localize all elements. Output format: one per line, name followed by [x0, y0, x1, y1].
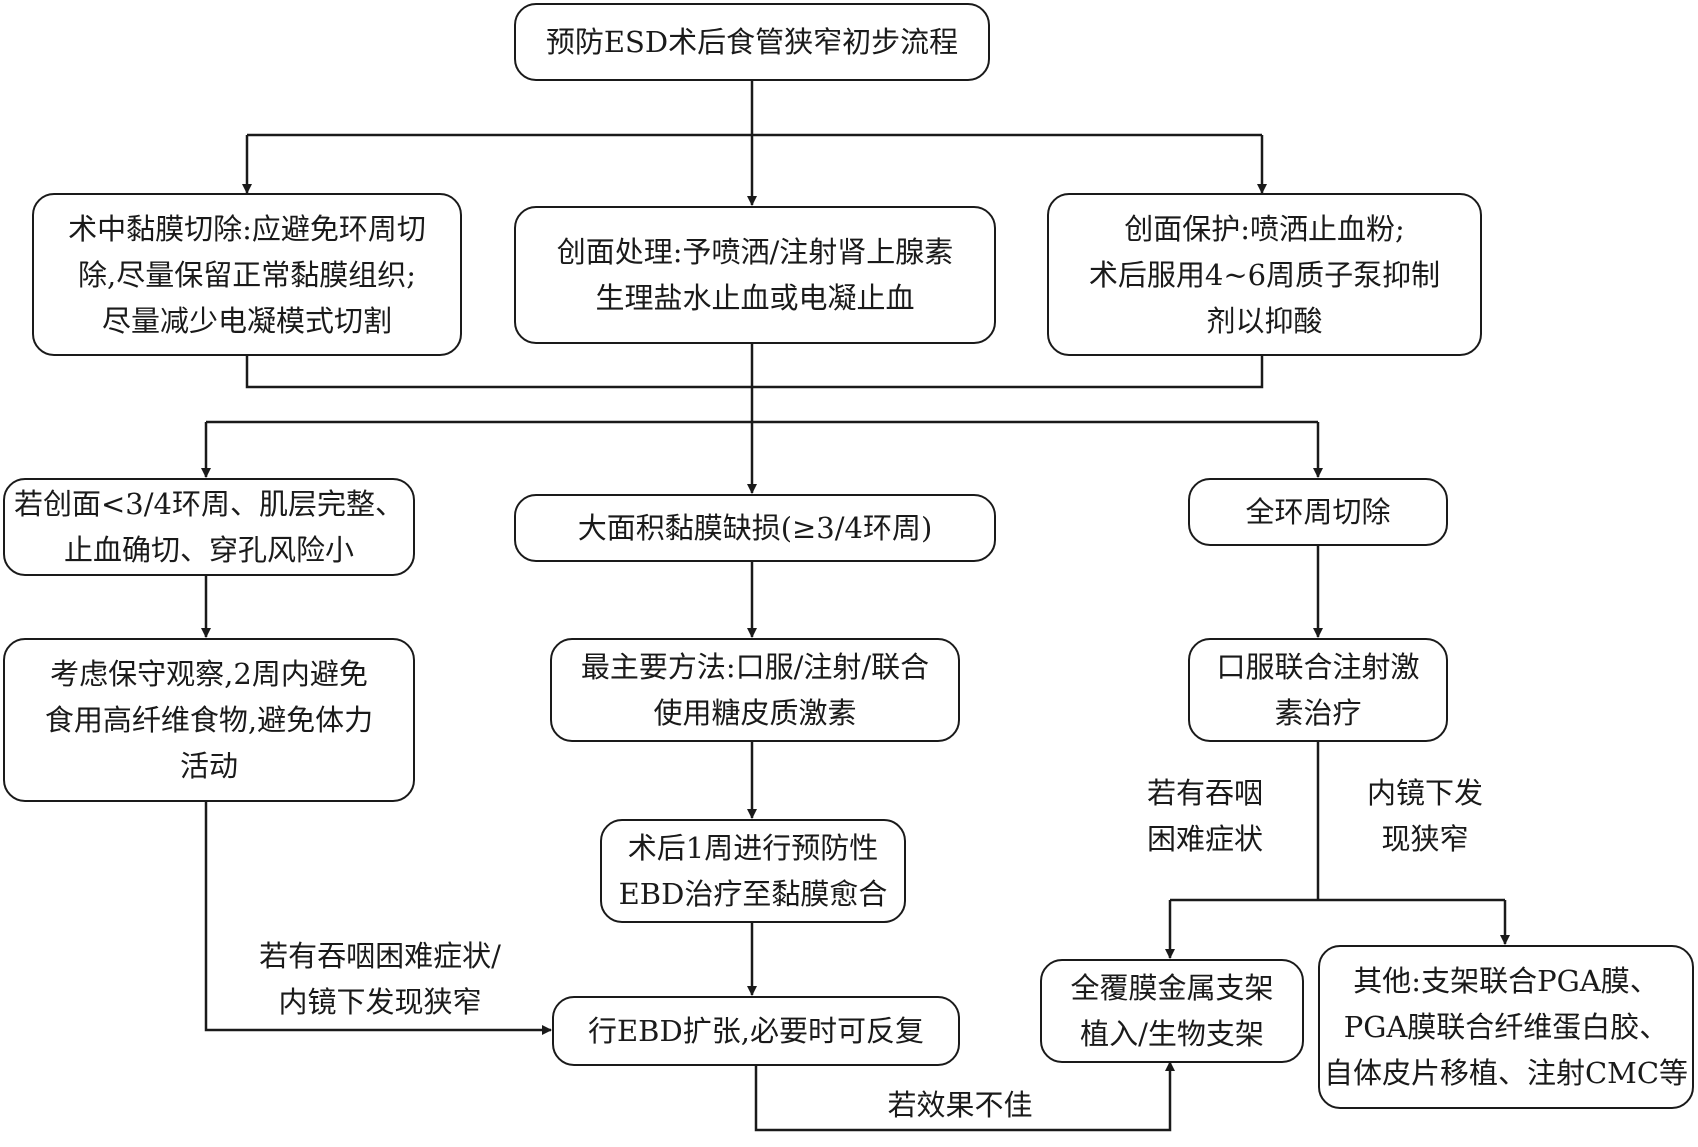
node-text-line: 创面保护:喷洒止血粉;	[1124, 211, 1405, 246]
node-text-line: 创面处理:予喷洒/注射肾上腺素	[556, 235, 954, 269]
node-full-circumferential: 全环周切除	[1188, 478, 1448, 546]
node-text-line: 除,尽量保留正常黏膜组织;	[78, 257, 416, 292]
label-line: 困难症状	[1146, 822, 1263, 856]
edge-label-endoscopic-stricture: 内镜下发 现狭窄	[1345, 770, 1505, 862]
label-line: 现狭窄	[1381, 822, 1469, 856]
edge-conservative-to-ebd	[204, 800, 552, 1035]
node-text-line: 尽量减少电凝模式切割	[101, 303, 392, 338]
node-text-line: 口服联合注射激	[1216, 650, 1420, 684]
node-stent-placement: 全覆膜金属支架 植入/生物支架	[1040, 959, 1304, 1063]
node-text-line: 植入/生物支架	[1080, 1017, 1264, 1051]
node-text-line: 其他:支架联合PGA膜、	[1353, 964, 1659, 998]
node-ebd-dilation: 行EBD扩张,必要时可反复	[552, 996, 960, 1066]
node-conservative-observation: 考虑保守观察,2周内避免 食用高纤维食物,避免体力 活动	[3, 638, 415, 802]
node-text-line: 考虑保守观察,2周内避免	[50, 657, 368, 691]
node-text-line: 行EBD扩张,必要时可反复	[588, 1014, 924, 1048]
node-text-line: 食用高纤维食物,避免体力	[44, 703, 374, 737]
node-text-line: 术中黏膜切除:应避免环周切	[68, 211, 426, 246]
node-steroid-main-method: 最主要方法:口服/注射/联合 使用糖皮质激素	[550, 638, 960, 742]
node-text-line: 自体皮片移植、注射CMC等	[1323, 1056, 1689, 1090]
node-text-line: 最主要方法:口服/注射/联合	[580, 650, 930, 684]
edge-label-poor-effect: 若效果不佳	[860, 1082, 1060, 1128]
node-other-methods: 其他:支架联合PGA膜、 PGA膜联合纤维蛋白胶、 自体皮片移植、注射CMC等	[1318, 945, 1694, 1109]
node-text-line: EBD治疗至黏膜愈合	[618, 877, 888, 911]
label-line: 若有吞咽困难症状/	[259, 939, 501, 973]
label-line: 内镜下发现狭窄	[278, 985, 482, 1019]
node-steroid-combination: 口服联合注射激 素治疗	[1188, 638, 1448, 742]
title-node: 预防ESD术后食管狭窄初步流程	[514, 3, 990, 81]
edge-ebd-to-stent	[754, 1061, 1175, 1132]
label-line: 内镜下发	[1366, 776, 1483, 810]
node-wound-treatment: 创面处理:予喷洒/注射肾上腺素 生理盐水止血或电凝止血	[514, 206, 996, 344]
edge-merge-right	[752, 355, 1264, 389]
node-wound-protection: 创面保护:喷洒止血粉; 术后服用4~6周质子泵抑制 剂以抑酸	[1047, 193, 1482, 356]
edge-merge-left	[245, 355, 752, 389]
edge-label-dysphagia-right: 若有吞咽 困难症状	[1125, 770, 1285, 862]
title-text: 预防ESD术后食管狭窄初步流程	[545, 25, 959, 59]
node-text-line: 全覆膜金属支架	[1070, 971, 1274, 1005]
node-text-line: 剂以抑酸	[1206, 303, 1323, 338]
node-text-line: 使用糖皮质激素	[653, 696, 857, 730]
node-text-line: 素治疗	[1274, 696, 1362, 730]
node-large-defect: 大面积黏膜缺损(≥3/4环周)	[514, 494, 996, 562]
node-preventive-ebd: 术后1周进行预防性 EBD治疗至黏膜愈合	[600, 819, 906, 923]
node-text-line: 全环周切除	[1245, 495, 1391, 529]
node-text-line: 活动	[179, 749, 238, 783]
label-line: 若有吞咽	[1146, 776, 1263, 810]
node-text-line: 术后1周进行预防性	[627, 831, 879, 865]
node-small-defect: 若创面<3/4环周、肌层完整、 止血确切、穿孔风险小	[3, 478, 415, 576]
node-text-line: 术后服用4~6周质子泵抑制	[1088, 257, 1441, 292]
label-line: 若效果不佳	[887, 1088, 1033, 1122]
node-text-line: PGA膜联合纤维蛋白胶、	[1343, 1010, 1669, 1044]
node-text-line: 止血确切、穿孔风险小	[63, 533, 354, 567]
node-intraop-resection: 术中黏膜切除:应避免环周切 除,尽量保留正常黏膜组织; 尽量减少电凝模式切割	[32, 193, 462, 356]
node-text-line: 若创面<3/4环周、肌层完整、	[14, 487, 404, 521]
edge-label-dysphagia-left: 若有吞咽困难症状/ 内镜下发现狭窄	[230, 933, 530, 1025]
node-text-line: 生理盐水止血或电凝止血	[595, 281, 915, 315]
node-text-line: 大面积黏膜缺损(≥3/4环周)	[577, 511, 933, 545]
